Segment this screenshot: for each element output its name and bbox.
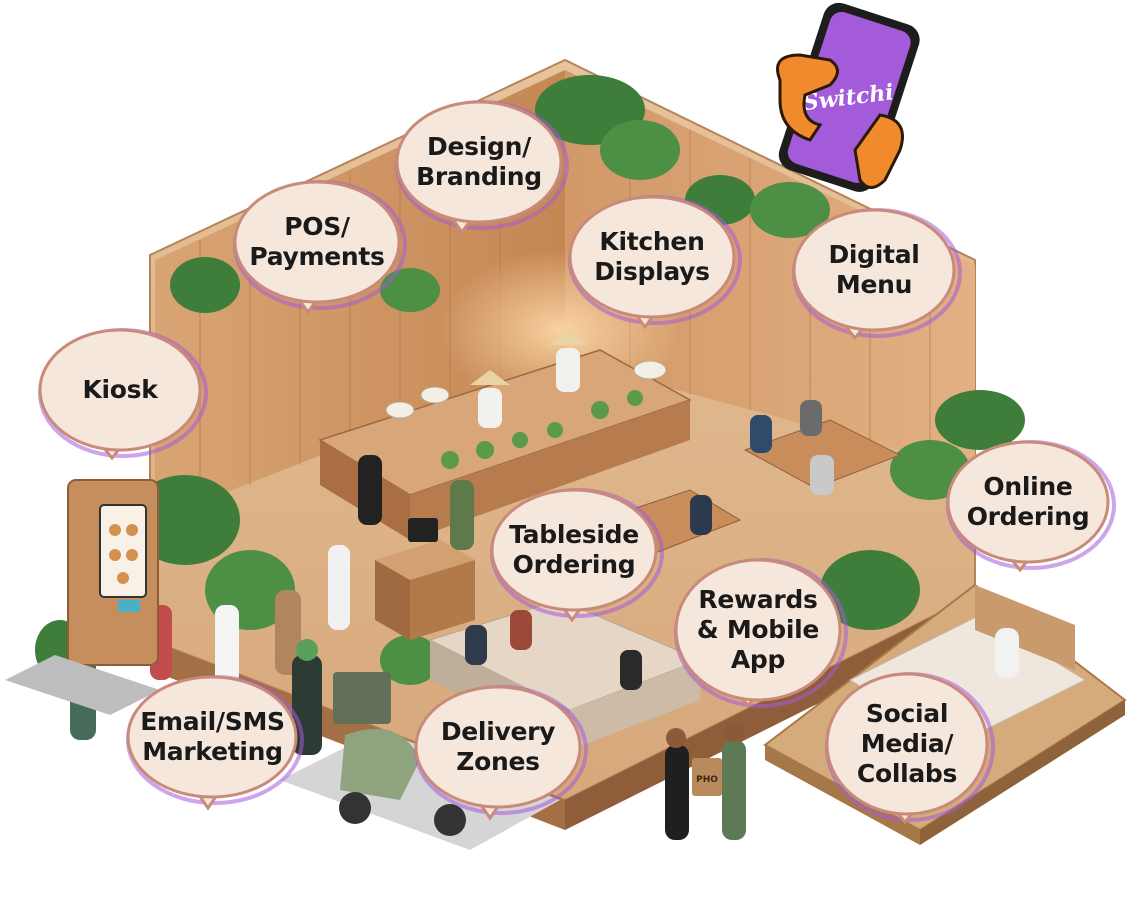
bubble-shape [38, 328, 208, 461]
bubble-shape [233, 180, 407, 315]
delivery-bag-label: PHO [696, 775, 718, 785]
bubble-shape [414, 685, 588, 821]
kiosk-machine [5, 479, 160, 715]
bubble-shape [490, 488, 664, 623]
bubble-shape [126, 675, 304, 811]
bubble-shape [674, 558, 848, 708]
kitchen-staff [470, 330, 588, 428]
bubble-shape [825, 672, 995, 825]
bubble-shape [946, 440, 1116, 573]
feature-bubbles [38, 100, 1116, 825]
pickup-handoff: PHO [665, 722, 746, 840]
bubble-shape [792, 208, 962, 341]
bubble-shape [395, 100, 569, 235]
phone-in-hand-icon: Switchi [776, 2, 920, 192]
pos-terminal [375, 518, 475, 640]
bubble-shape [568, 195, 742, 330]
